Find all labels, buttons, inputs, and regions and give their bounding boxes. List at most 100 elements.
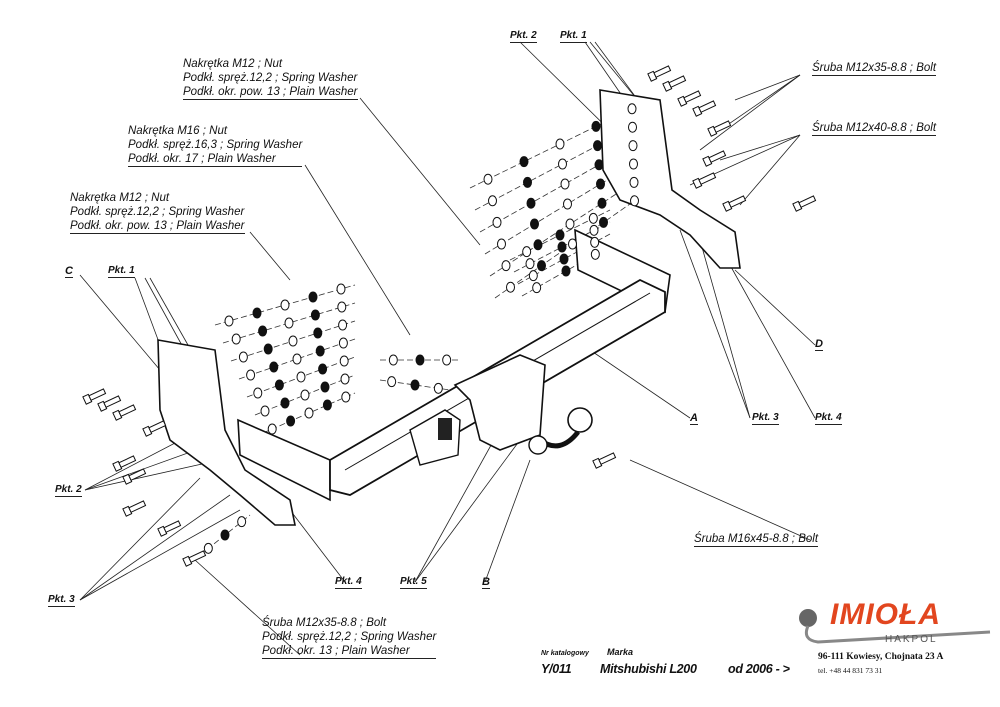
leader-line <box>589 349 691 419</box>
spring-washer <box>537 260 546 272</box>
spring-washer <box>318 363 328 375</box>
plain-washer <box>555 138 565 150</box>
bolt-shank <box>128 500 147 513</box>
bolt-shank <box>163 520 182 533</box>
plain-washer <box>253 387 263 399</box>
company-phone: tel. +48 44 831 73 31 <box>818 666 883 675</box>
leader-line <box>699 239 751 419</box>
bolt-shank <box>118 455 137 468</box>
spring-washer <box>591 120 601 132</box>
plain-washer <box>590 248 600 260</box>
bolt-shank <box>708 150 727 163</box>
plain-washer <box>304 407 314 419</box>
callout-line: Śruba M12x35-8.8 ; Bolt <box>262 617 387 629</box>
leader-line <box>414 439 521 583</box>
plain-washer <box>338 319 348 331</box>
bolt <box>112 404 137 421</box>
vehicle-model: Mitshubishi L200 <box>600 662 697 676</box>
plain-washer <box>589 224 599 236</box>
leader-line <box>194 559 301 656</box>
spring-washer <box>530 218 539 230</box>
company-logo-sub: HAKPOL <box>885 634 938 645</box>
bolt-shank <box>713 120 732 133</box>
axis-line <box>238 338 356 380</box>
ball-flange <box>528 435 548 455</box>
bolt <box>157 520 182 537</box>
plain-washer <box>284 317 294 329</box>
plain-washer <box>506 281 515 293</box>
spring-washer <box>269 361 279 373</box>
spring-washer <box>310 309 320 321</box>
catalog-number-label: Nr katalogowy <box>541 650 589 657</box>
spring-washer <box>263 343 273 355</box>
leader-line <box>584 41 626 101</box>
bolt-shank <box>698 100 717 113</box>
company-logo: IMIOŁA <box>830 598 941 631</box>
leader-line <box>134 277 161 346</box>
part-label-a: A <box>690 412 698 425</box>
plain-washer <box>288 335 298 347</box>
plain-washer <box>341 391 351 403</box>
leader-line <box>84 459 221 491</box>
plain-washer <box>338 337 348 349</box>
plain-washer <box>231 333 241 345</box>
plain-washer <box>238 351 248 363</box>
leader-line <box>289 509 346 583</box>
plain-washer <box>337 301 347 313</box>
bolt <box>142 420 167 437</box>
plain-washer <box>630 195 639 207</box>
leader-line <box>359 97 481 246</box>
bolt <box>122 468 147 485</box>
plain-washer <box>387 376 397 388</box>
bolt <box>692 172 717 189</box>
bolt-shank <box>653 65 672 78</box>
bolt-shank <box>668 75 687 88</box>
spring-washer <box>252 307 262 319</box>
spring-washer <box>308 291 318 303</box>
spring-washer <box>315 345 325 357</box>
spring-washer <box>526 197 536 209</box>
fasteners <box>82 65 817 567</box>
spring-washer <box>555 229 565 241</box>
plain-washer <box>292 353 302 365</box>
bolt <box>692 100 717 117</box>
bolt <box>82 388 107 405</box>
leader-line <box>249 231 291 281</box>
callout-bolt-m12x40: Śruba M12x40-8.8 ; Bolt <box>812 122 937 136</box>
bolt <box>112 455 137 472</box>
bolt-shank <box>88 388 107 401</box>
plain-washer <box>246 369 256 381</box>
bolt <box>702 150 727 167</box>
leader-line <box>734 74 801 101</box>
point-4-bottom: Pkt. 4 <box>335 576 362 589</box>
callout-nut-m12-left: Nakrętka M12 ; Nut Podkł. spręż.12,2 ; S… <box>70 192 245 234</box>
electrical-socket <box>438 418 452 440</box>
bracket-d-right <box>599 89 741 269</box>
spring-washer <box>519 156 529 168</box>
spring-washer <box>320 381 330 393</box>
plain-washer <box>522 246 532 258</box>
spring-washer <box>593 140 602 152</box>
catalog-number: Y/011 <box>541 662 572 676</box>
tow-ball <box>567 407 593 433</box>
plain-washer <box>588 212 598 224</box>
spring-washer <box>596 178 605 190</box>
bolt <box>707 120 732 137</box>
spring-washer <box>322 399 332 411</box>
leader-lines <box>79 41 816 656</box>
point-5-bottom: Pkt. 5 <box>400 576 427 589</box>
point-3-left: Pkt. 3 <box>48 594 75 607</box>
bolt <box>592 452 617 469</box>
spring-washer <box>594 159 604 171</box>
spring-washer <box>533 239 543 251</box>
plain-washer <box>203 542 213 554</box>
plain-washer <box>260 405 270 417</box>
logo-ball-icon <box>799 609 817 627</box>
part-label-b: B <box>482 576 490 589</box>
plain-washer <box>563 198 572 210</box>
callout-bolt-m12x35: Śruba M12x35-8.8 ; Bolt <box>812 62 937 76</box>
plain-washer <box>565 218 575 230</box>
plain-washer <box>629 176 639 188</box>
leader-line <box>629 459 811 541</box>
callout-line: Podkł. spręż.16,3 ; Spring Washer <box>128 139 303 151</box>
